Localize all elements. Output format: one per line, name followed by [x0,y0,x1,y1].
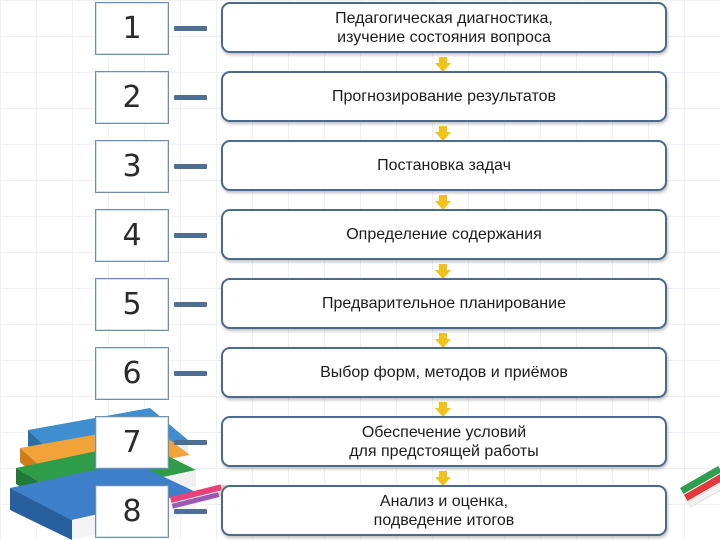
down-arrow-icon [435,195,451,210]
down-arrow-icon [435,333,451,348]
step-number: 1 [95,2,169,55]
step-number: 2 [95,71,169,124]
connector-dash [174,164,207,169]
step-box: Определение содержания [221,209,667,260]
connector-dash [174,95,207,100]
connector-dash [174,440,207,445]
step-number: 6 [95,347,169,400]
down-arrow-icon [435,471,451,486]
step-number: 8 [95,485,169,538]
step-number: 4 [95,209,169,262]
step-box: Анализ и оценка, подведение итогов [221,485,667,536]
step-box: Прогнозирование результатов [221,71,667,122]
down-arrow-icon [435,402,451,417]
connector-dash [174,26,207,31]
down-arrow-icon [435,57,451,72]
down-arrow-icon [435,126,451,141]
step-box: Педагогическая диагностика, изучение сос… [221,2,667,53]
step-box: Обеспечение условий для предстоящей рабо… [221,416,667,467]
connector-dash [174,233,207,238]
step-number: 7 [95,416,169,469]
step-number: 5 [95,278,169,331]
connector-dash [174,509,207,514]
down-arrow-icon [435,264,451,279]
connector-dash [174,302,207,307]
step-box: Постановка задач [221,140,667,191]
step-box: Выбор форм, методов и приёмов [221,347,667,398]
step-number: 3 [95,140,169,193]
step-box: Предварительное планирование [221,278,667,329]
connector-dash [174,371,207,376]
